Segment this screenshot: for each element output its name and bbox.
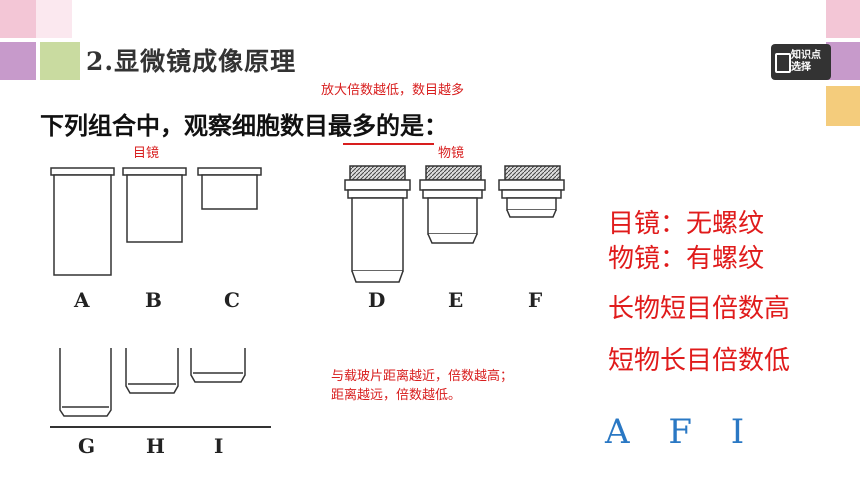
distance-note-line2: 距离越远，倍数越低。 bbox=[331, 388, 462, 403]
deco-tile-orange-right bbox=[826, 86, 860, 126]
label-i: I bbox=[214, 434, 224, 458]
eyepiece-c bbox=[197, 167, 262, 210]
label-c: C bbox=[224, 288, 240, 312]
question-text: 下列组合中，观察细胞数目最多的是： bbox=[40, 112, 448, 140]
rule-eyepiece: 目镜：无螺纹 bbox=[608, 209, 765, 239]
label-g: G bbox=[78, 434, 96, 458]
objective-g bbox=[59, 345, 112, 417]
objective-f bbox=[498, 165, 565, 218]
deco-tile-purple-left bbox=[0, 42, 36, 80]
book-icon bbox=[775, 53, 791, 73]
objective-i bbox=[190, 345, 246, 383]
rule-low-magnification: 短物长目倍数低 bbox=[608, 346, 791, 376]
deco-tile-purple-right bbox=[826, 42, 860, 80]
label-h: H bbox=[146, 434, 165, 458]
rule-objective: 物镜：有螺纹 bbox=[608, 244, 765, 274]
knowledge-button-line2: 选择 bbox=[791, 62, 811, 73]
label-e: E bbox=[448, 288, 464, 312]
deco-tile-green-left bbox=[40, 42, 80, 80]
rule-high-magnification: 长物短目倍数高 bbox=[608, 294, 791, 324]
deco-tile-pink-left bbox=[0, 0, 36, 38]
eyepiece-label: 目镜 bbox=[133, 146, 160, 161]
label-b: B bbox=[145, 288, 162, 312]
magnification-note: 放大倍数越低，数目越多 bbox=[321, 83, 465, 98]
knowledge-button-line1: 知识点 bbox=[791, 50, 821, 61]
objective-h bbox=[125, 345, 179, 394]
eyepiece-b bbox=[122, 167, 187, 243]
deco-tile-white-left bbox=[36, 0, 72, 38]
objective-label: 物镜 bbox=[438, 146, 465, 161]
objective-d bbox=[344, 165, 411, 283]
bottom-cut-mask bbox=[55, 336, 250, 348]
eyepiece-a bbox=[50, 167, 115, 276]
label-d: D bbox=[368, 288, 386, 312]
page-title: 2.显微镜成像原理 bbox=[86, 47, 297, 76]
objective-e bbox=[419, 165, 486, 244]
label-a: A bbox=[74, 288, 90, 312]
distance-note-line1: 与载玻片距离越近，倍数越高； bbox=[331, 369, 514, 384]
knowledge-select-button[interactable]: 知识点 选择 bbox=[771, 44, 831, 80]
label-f: F bbox=[528, 288, 543, 312]
answer-text: A F I bbox=[605, 412, 759, 452]
deco-tile-pink-right bbox=[826, 0, 860, 38]
question-underline bbox=[343, 143, 434, 145]
